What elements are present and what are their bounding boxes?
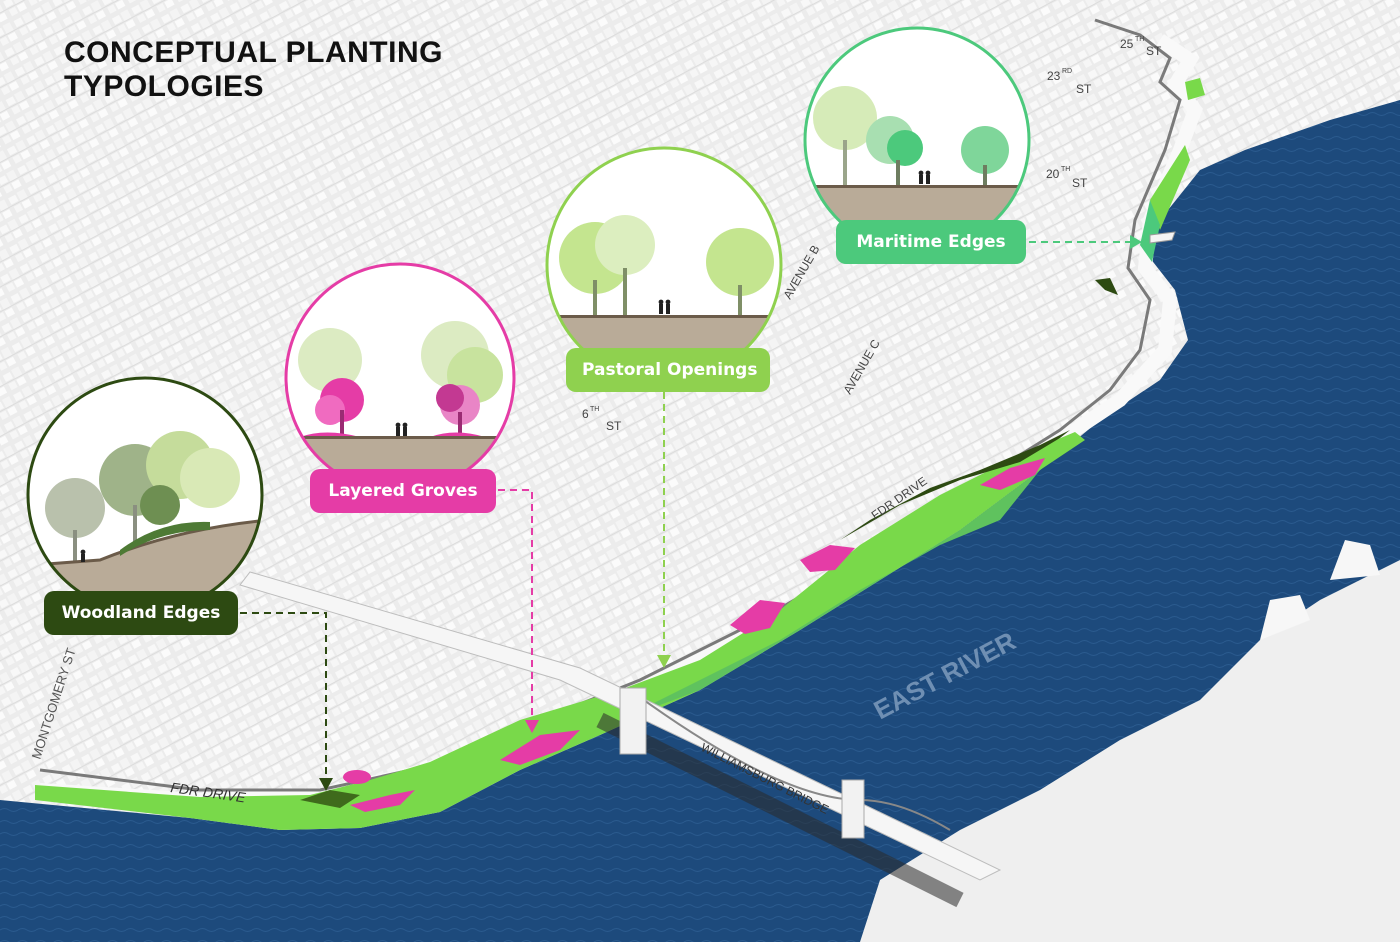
svg-text:RD: RD — [1062, 68, 1072, 75]
grove-patches — [343, 458, 1045, 812]
brooklyn-land — [860, 560, 1400, 942]
street-6-label: 6 TH ST — [582, 406, 622, 433]
svg-text:6: 6 — [582, 407, 589, 421]
svg-text:TH: TH — [1135, 36, 1144, 43]
svg-text:ST: ST — [1076, 82, 1092, 96]
pastoral-openings-label: Pastoral Openings — [566, 348, 770, 392]
page-title: CONCEPTUAL PLANTING TYPOLOGIES — [64, 36, 443, 104]
svg-text:23: 23 — [1047, 69, 1061, 83]
maritime-edges-label: Maritime Edges — [836, 220, 1026, 264]
title-line-2: TYPOLOGIES — [64, 70, 265, 103]
park-green-strip — [35, 432, 1085, 830]
east-river — [0, 100, 1400, 942]
street-20-label: 20 TH ST — [1046, 166, 1088, 190]
svg-text:ST: ST — [606, 419, 622, 433]
svg-text:20: 20 — [1046, 167, 1060, 181]
svg-text:ST: ST — [1072, 176, 1088, 190]
street-25-label: 25 TH ST — [1120, 36, 1162, 58]
connector-arrowheads — [319, 235, 1142, 791]
svg-text:25: 25 — [1120, 37, 1134, 51]
svg-text:ST: ST — [1146, 44, 1162, 58]
layered-groves-label: Layered Groves — [310, 469, 496, 513]
svg-text:TH: TH — [590, 406, 599, 413]
grove-section-icon — [284, 262, 516, 494]
street-23-label: 23 RD ST — [1047, 68, 1092, 96]
svg-text:TH: TH — [1061, 166, 1070, 173]
title-line-1: CONCEPTUAL PLANTING — [64, 36, 443, 69]
woodland-connector — [240, 612, 327, 778]
woodland-edges-label: Woodland Edges — [44, 591, 238, 635]
williamsburg-bridge — [239, 571, 1002, 908]
